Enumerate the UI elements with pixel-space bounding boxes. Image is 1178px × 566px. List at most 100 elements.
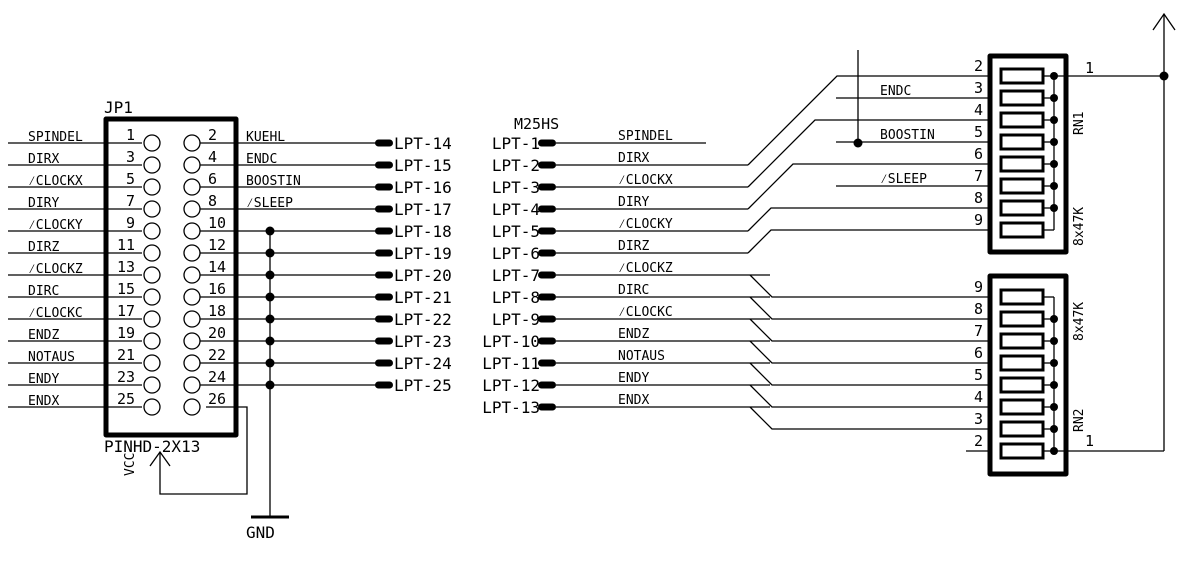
m25hs-pin[interactable] <box>375 337 393 345</box>
rn2-resistor[interactable] <box>999 442 1045 460</box>
m25hs-pin[interactable] <box>538 337 556 345</box>
m25hs-pin[interactable] <box>375 271 393 279</box>
route-wire <box>749 296 990 320</box>
jp1-net-label: ENDX <box>28 394 59 409</box>
jp1-pin-pad[interactable] <box>183 200 201 218</box>
m25hs-pin-label: LPT-14 <box>394 134 452 153</box>
jp1-connector[interactable]: JP1 PINHD-2X13 1SPINDEL3DIRX5⁄CLOCKX7DIR… <box>8 98 376 456</box>
jp1-value: PINHD-2X13 <box>104 437 200 456</box>
m25hs-pin[interactable] <box>538 161 556 169</box>
jp1-pin-pad[interactable] <box>143 288 161 306</box>
jp1-pin-pad[interactable] <box>183 244 201 262</box>
m25hs-net-label: DIRC <box>618 283 649 298</box>
m25hs-pin[interactable] <box>538 139 556 147</box>
jp1-pin-number: 10 <box>208 214 226 232</box>
rn1-resistor[interactable] <box>999 221 1045 239</box>
jp1-pin-number: 15 <box>117 280 135 298</box>
m25hs-pin[interactable] <box>375 249 393 257</box>
m25hs-pin[interactable] <box>538 359 556 367</box>
jp1-pin-pad[interactable] <box>143 178 161 196</box>
m25hs-net-label: ⁄CLOCKC <box>618 305 673 320</box>
jp1-pin-pad[interactable] <box>183 222 201 240</box>
m25hs-pin[interactable] <box>375 161 393 169</box>
rn2-resistor[interactable] <box>999 398 1045 416</box>
jp1-pin-pad[interactable] <box>143 332 161 350</box>
vcc-arrow-icon <box>1152 12 1176 31</box>
jp1-pin-pad[interactable] <box>183 288 201 306</box>
jp1-pin-pad[interactable] <box>143 134 161 152</box>
m25hs-pin[interactable] <box>375 293 393 301</box>
jp1-pin-pad[interactable] <box>143 398 161 416</box>
rn2-resistor[interactable] <box>999 288 1045 306</box>
jp1-pin-pad[interactable] <box>183 310 201 328</box>
rn1-net-label: ⁄SLEEP <box>880 172 927 187</box>
m25hs-pin[interactable] <box>538 249 556 257</box>
jp1-pin-number: 25 <box>117 390 135 408</box>
jp1-pin-pad[interactable] <box>143 200 161 218</box>
jp1-body <box>103 116 239 438</box>
jp1-pin-pad[interactable] <box>183 354 201 372</box>
jp1-pin-pad[interactable] <box>143 354 161 372</box>
vcc-rail: 1 1 <box>1054 12 1176 452</box>
jp1-pin-pad[interactable] <box>183 398 201 416</box>
rn1-value: 8x47K <box>1072 207 1087 246</box>
m25hs-pin[interactable] <box>538 315 556 323</box>
rn2-resistor[interactable] <box>999 376 1045 394</box>
m25hs-pin[interactable] <box>538 183 556 191</box>
jp1-name: JP1 <box>104 98 133 117</box>
rn1-resistor[interactable] <box>999 89 1045 107</box>
jp1-pin-pad[interactable] <box>143 266 161 284</box>
rn1-resistor[interactable] <box>999 177 1045 195</box>
rn1-junction <box>1050 94 1058 102</box>
rn2-pin-number: 5 <box>974 366 983 384</box>
jp1-net-label: ⁄CLOCKX <box>28 174 83 189</box>
jp1-pin-number: 4 <box>208 148 217 166</box>
m25hs-pin[interactable] <box>375 315 393 323</box>
m25hs-pin[interactable] <box>538 227 556 235</box>
rn1-resistor[interactable] <box>999 133 1045 151</box>
jp1-pin-pad[interactable] <box>183 156 201 174</box>
m25hs-pin[interactable] <box>375 139 393 147</box>
m25hs-pin[interactable] <box>375 183 393 191</box>
jp1-pin-pad[interactable] <box>143 376 161 394</box>
rn1-resistor[interactable] <box>999 199 1045 217</box>
jp1-pin-pad[interactable] <box>143 156 161 174</box>
m25hs-pin[interactable] <box>538 381 556 389</box>
jp1-pin-pad[interactable] <box>143 222 161 240</box>
m25hs-pin[interactable] <box>375 205 393 213</box>
jp1-pin-pad[interactable] <box>183 178 201 196</box>
jp1-pin-number: 1 <box>126 126 135 144</box>
jp1-pin-number: 16 <box>208 280 226 298</box>
m25hs-pin[interactable] <box>538 271 556 279</box>
jp1-pin-pad[interactable] <box>143 244 161 262</box>
m25hs-pin[interactable] <box>538 293 556 301</box>
jp1-pin-number: 26 <box>208 390 226 408</box>
jp1-pin-pad[interactable] <box>183 376 201 394</box>
jp1-pin-pad[interactable] <box>183 134 201 152</box>
m25hs-pin[interactable] <box>375 227 393 235</box>
gnd-label: GND <box>246 523 275 542</box>
rn1-resistor[interactable] <box>999 111 1045 129</box>
m25hs-connector[interactable]: M25HS LPT-14LPT-15LPT-16LPT-17LPT-18LPT-… <box>375 115 770 417</box>
rn2-resistor[interactable] <box>999 354 1045 372</box>
rn1-resistor[interactable] <box>999 67 1045 85</box>
m25hs-pin[interactable] <box>375 381 393 389</box>
rn2-resistor[interactable] <box>999 332 1045 350</box>
jp1-pin-pad[interactable] <box>183 332 201 350</box>
m25hs-pin[interactable] <box>375 359 393 367</box>
rn1-resistor[interactable] <box>999 155 1045 173</box>
rn1-pin-number: 5 <box>974 123 983 141</box>
jp1-net-label: DIRY <box>28 196 59 211</box>
jp1-net-label: ENDC <box>246 152 277 167</box>
jp1-pin-number: 12 <box>208 236 226 254</box>
jp1-pin-pad[interactable] <box>143 310 161 328</box>
jp1-pin-number: 18 <box>208 302 226 320</box>
rn2-resistor[interactable] <box>999 310 1045 328</box>
m25hs-pin[interactable] <box>538 205 556 213</box>
jp1-pin-pad[interactable] <box>183 266 201 284</box>
rn2-resistor[interactable] <box>999 420 1045 438</box>
m25hs-pin[interactable] <box>538 403 556 411</box>
